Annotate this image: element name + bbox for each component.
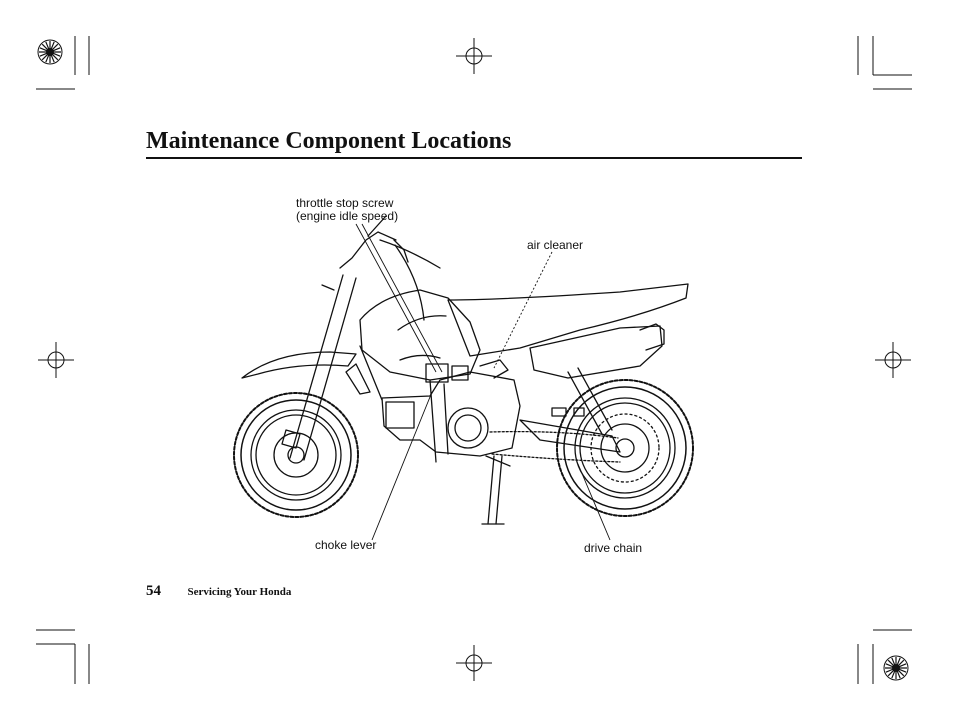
carburetor	[425, 359, 509, 383]
callout-throttle-stop-screw: throttle stop screw (engine idle speed)	[296, 197, 398, 223]
registration-mark-icon	[38, 342, 74, 378]
fuel-tank	[359, 289, 481, 381]
crop-mark-icon	[36, 36, 90, 90]
motorcycle-illustration	[233, 215, 694, 541]
rear-shock	[567, 367, 613, 435]
leader-drive-chain	[577, 463, 611, 541]
starburst-icon	[883, 655, 909, 681]
callout-air-cleaner: air cleaner	[527, 238, 584, 252]
exhaust	[639, 323, 665, 351]
seat	[447, 283, 689, 357]
handlebar	[339, 215, 441, 321]
registration-mark-icon	[456, 645, 492, 681]
side-cover	[529, 325, 663, 379]
page-title: Maintenance Component Locations	[146, 128, 512, 154]
page-footer: 54 Servicing Your Honda	[146, 582, 291, 600]
callout-drive-chain: drive chain	[584, 541, 643, 555]
page-number: 54	[146, 583, 161, 599]
crop-mark-icon	[857, 36, 912, 90]
section-name: Servicing Your Honda	[187, 586, 292, 598]
registration-mark-icon	[456, 38, 492, 74]
kickstand	[481, 455, 511, 525]
title-rule	[146, 157, 802, 159]
rear-wheel	[556, 379, 694, 517]
swingarm	[519, 407, 621, 453]
crop-mark-icon	[857, 629, 912, 684]
front-fender	[241, 351, 357, 379]
callout-throttle-stop-screw-line1: throttle stop screw	[296, 196, 394, 210]
leader-choke-lever	[371, 391, 433, 541]
front-wheel	[233, 392, 359, 518]
drive-chain	[489, 430, 621, 463]
leader-air-cleaner	[493, 251, 553, 369]
callout-throttle-stop-screw-line2: (engine idle speed)	[296, 209, 399, 223]
leader-throttle-stop-screw	[355, 223, 437, 373]
starburst-icon	[37, 39, 63, 65]
frame-downtube	[345, 345, 383, 401]
front-fork	[281, 274, 357, 461]
registration-mark-icon	[875, 342, 911, 378]
engine	[381, 371, 521, 463]
crop-mark-icon	[36, 629, 90, 684]
callout-choke-lever: choke lever	[315, 538, 377, 552]
leader-throttle-stop-screw	[361, 223, 443, 373]
